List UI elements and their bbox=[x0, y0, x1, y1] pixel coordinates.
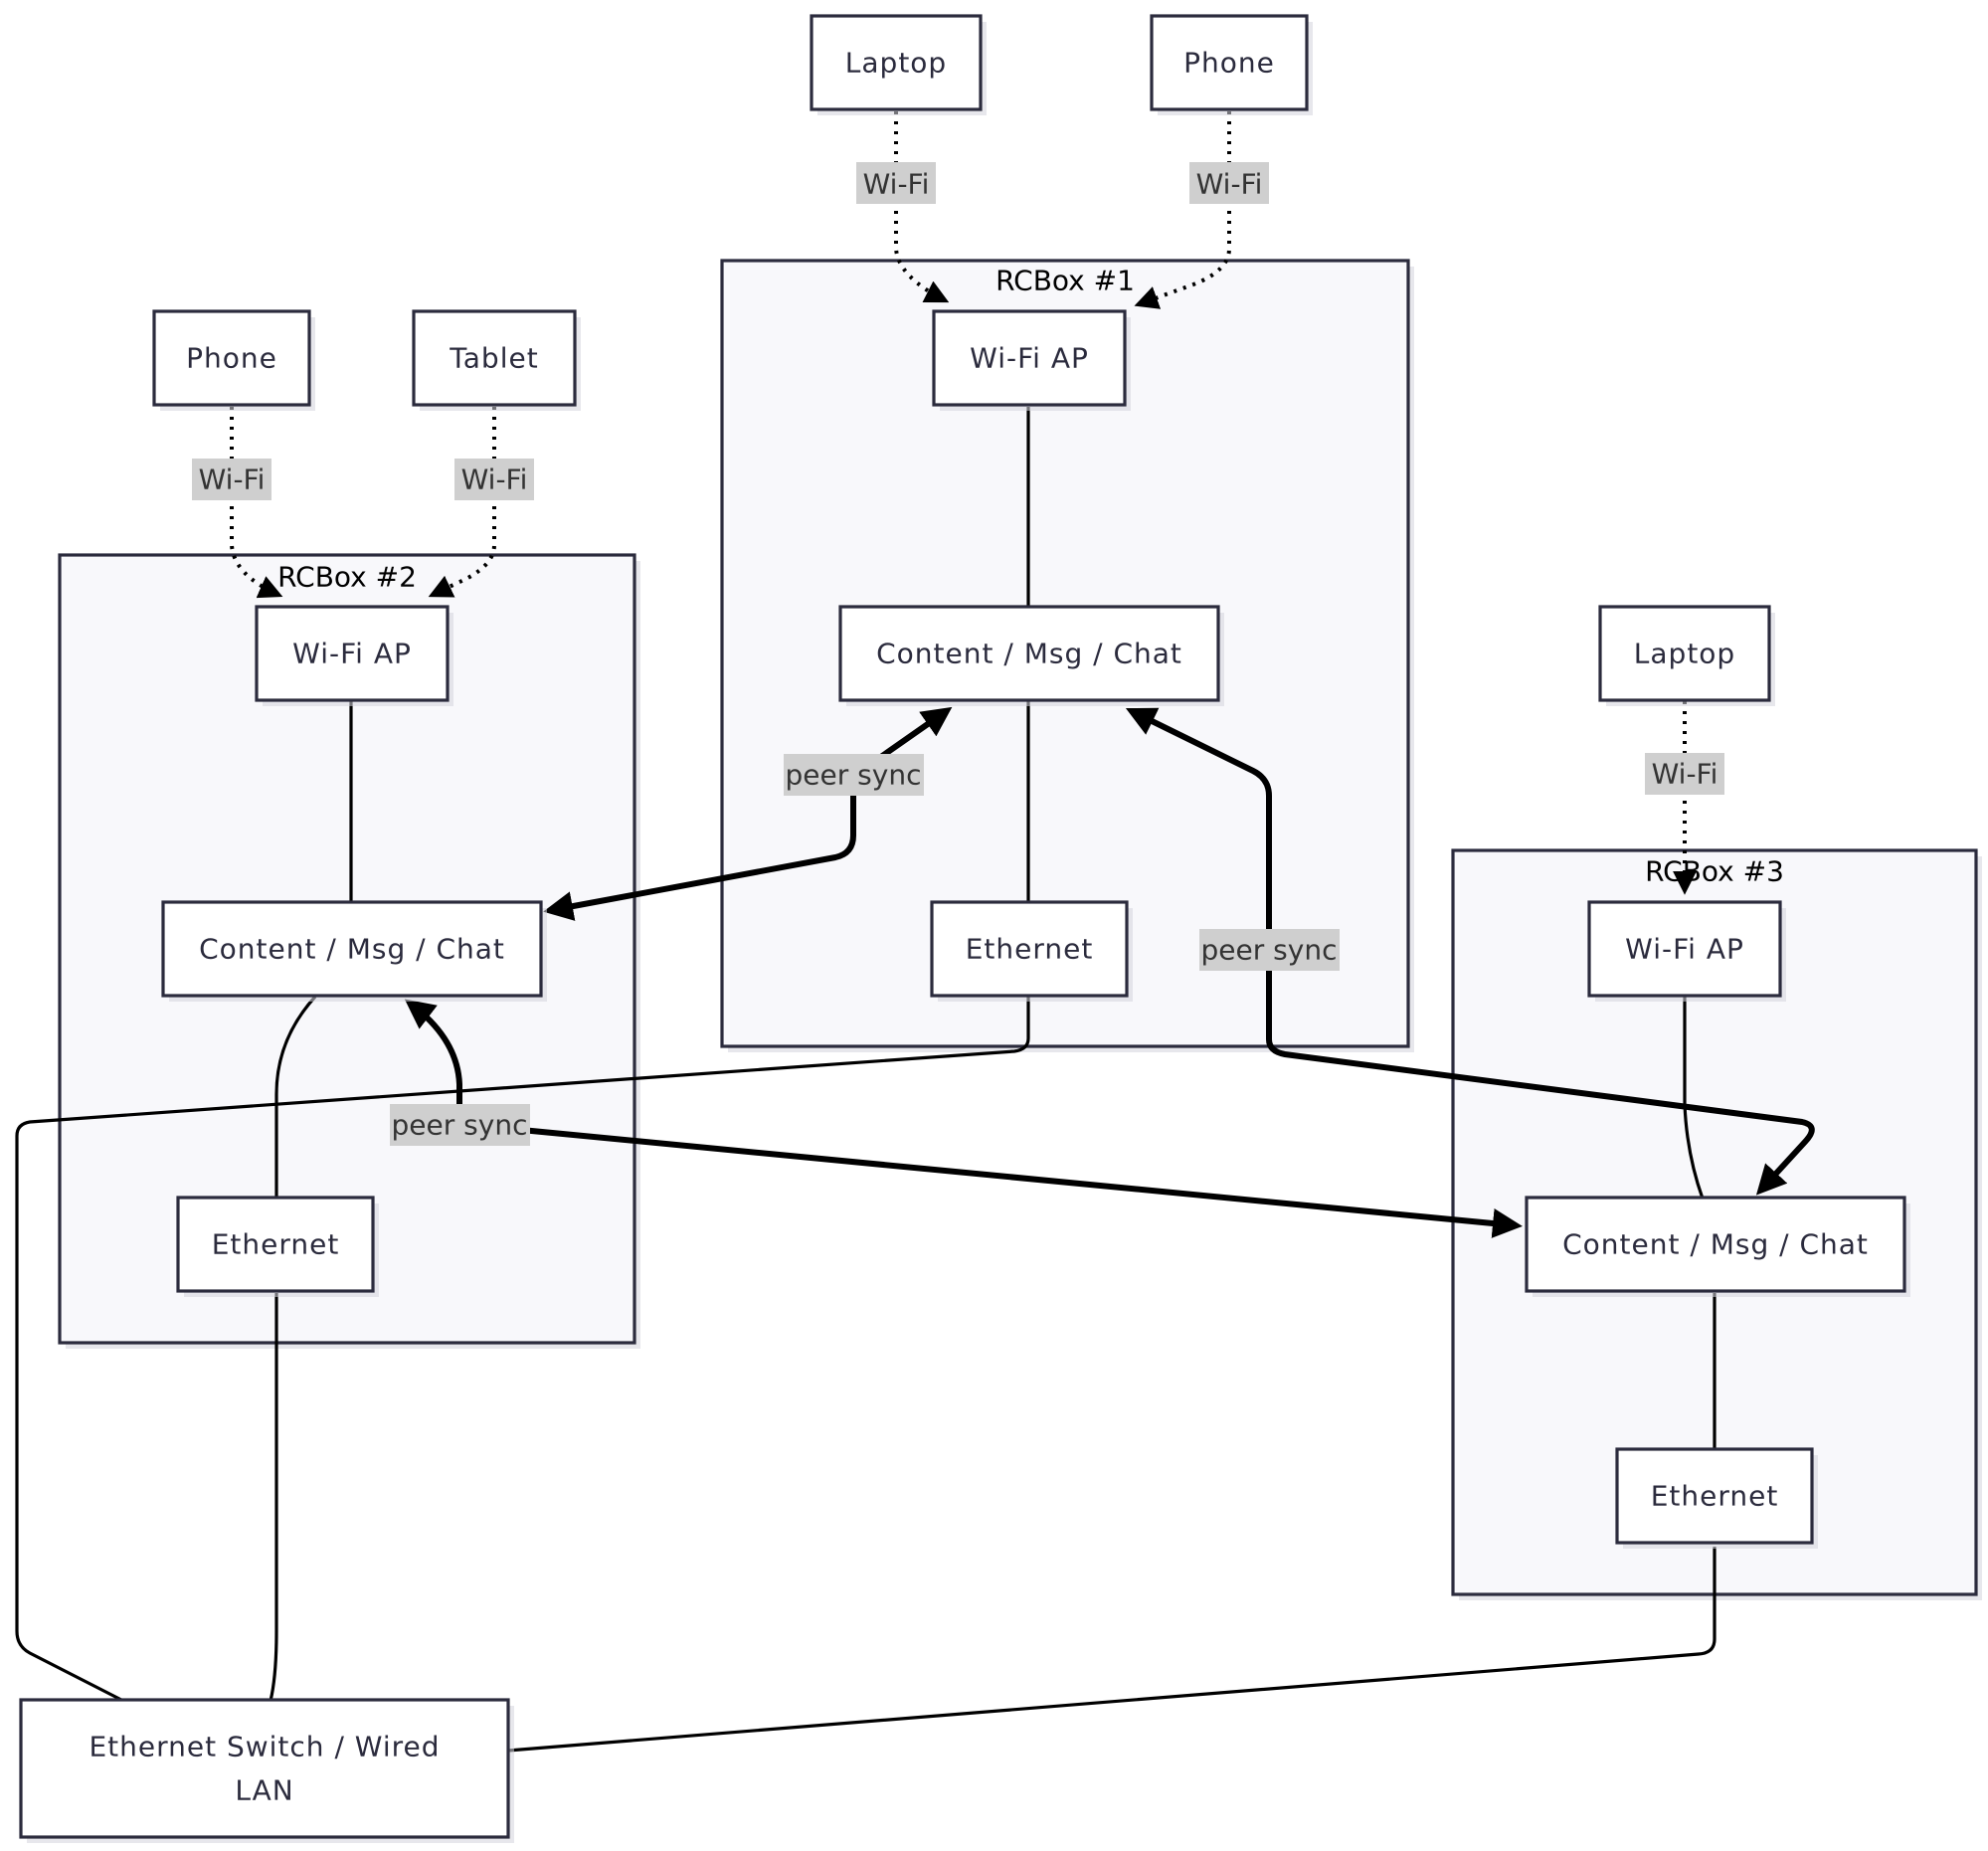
svg-text:Content / Msg / Chat: Content / Msg / Chat bbox=[876, 638, 1182, 670]
svg-text:Ethernet Switch / Wired: Ethernet Switch / Wired bbox=[89, 1731, 440, 1763]
svg-text:Wi-Fi AP: Wi-Fi AP bbox=[292, 638, 412, 670]
svg-text:Laptop: Laptop bbox=[1634, 638, 1735, 670]
svg-text:Phone: Phone bbox=[1183, 47, 1275, 80]
node-content-rcbox1: Content / Msg / Chat bbox=[838, 605, 1224, 706]
svg-text:Wi-Fi: Wi-Fi bbox=[863, 168, 930, 201]
svg-text:Phone: Phone bbox=[186, 342, 277, 375]
edge-label-wifi-laptop1: Wi-Fi bbox=[856, 162, 936, 204]
svg-text:Tablet: Tablet bbox=[449, 342, 538, 375]
svg-text:Ethernet: Ethernet bbox=[212, 1228, 340, 1261]
node-ethernet-rcbox3: Ethernet bbox=[1615, 1447, 1818, 1549]
link-ethernet2-switch bbox=[269, 1293, 278, 1702]
node-content-rcbox3: Content / Msg / Chat bbox=[1525, 1196, 1910, 1297]
cluster-title-rcbox-3: RCBox #3 bbox=[1645, 855, 1784, 888]
svg-text:peer sync: peer sync bbox=[1201, 934, 1338, 967]
node-wifi-ap-rcbox3: Wi-Fi AP bbox=[1587, 900, 1786, 1002]
link-ethernet3-switch bbox=[507, 1547, 1717, 1753]
svg-text:LAN: LAN bbox=[235, 1774, 293, 1807]
node-tablet-rcbox2: Tablet bbox=[412, 309, 581, 411]
node-ethernet-rcbox1: Ethernet bbox=[930, 900, 1133, 1002]
wifi-edge-phone1 bbox=[1134, 111, 1231, 309]
node-ethernet-rcbox2: Ethernet bbox=[176, 1196, 379, 1297]
wifi-edge-phone2 bbox=[230, 407, 283, 599]
svg-text:Ethernet: Ethernet bbox=[1651, 1480, 1779, 1513]
svg-text:Laptop: Laptop bbox=[845, 47, 947, 80]
internal-links bbox=[274, 407, 1717, 1449]
node-wifi-ap-rcbox1: Wi-Fi AP bbox=[932, 309, 1131, 411]
edge-label-wifi-phone1: Wi-Fi bbox=[1189, 162, 1269, 204]
edge-label-peer-sync-1-2: peer sync bbox=[784, 754, 924, 796]
node-laptop-rcbox1: Laptop bbox=[810, 14, 987, 115]
svg-text:peer sync: peer sync bbox=[392, 1109, 528, 1142]
node-ethernet-switch: Ethernet Switch / Wired LAN bbox=[19, 1698, 514, 1843]
edge-label-peer-sync-2-3: peer sync bbox=[390, 1104, 530, 1146]
wifi-edge-laptop1 bbox=[894, 111, 950, 303]
svg-text:Wi-Fi AP: Wi-Fi AP bbox=[1625, 933, 1744, 966]
svg-text:Wi-Fi: Wi-Fi bbox=[1196, 168, 1263, 201]
link-content2-ethernet2 bbox=[274, 995, 317, 1199]
cluster-title-rcbox-2: RCBox #2 bbox=[277, 561, 417, 594]
svg-text:Wi-Fi: Wi-Fi bbox=[1652, 758, 1718, 791]
node-wifi-ap-rcbox2: Wi-Fi AP bbox=[255, 605, 453, 706]
svg-text:peer sync: peer sync bbox=[786, 759, 922, 792]
edge-label-wifi-phone2: Wi-Fi bbox=[192, 459, 271, 500]
svg-text:Ethernet: Ethernet bbox=[966, 933, 1094, 966]
peer-sync-edge-2-3 bbox=[404, 999, 1523, 1238]
svg-text:Content / Msg / Chat: Content / Msg / Chat bbox=[199, 933, 505, 966]
svg-text:Content / Msg / Chat: Content / Msg / Chat bbox=[1562, 1228, 1869, 1261]
edge-label-peer-sync-1-3: peer sync bbox=[1199, 929, 1340, 971]
svg-text:Wi-Fi AP: Wi-Fi AP bbox=[970, 342, 1089, 375]
cluster-title-rcbox-1: RCBox #1 bbox=[995, 265, 1135, 297]
svg-text:Wi-Fi: Wi-Fi bbox=[199, 463, 266, 496]
edge-label-wifi-laptop3: Wi-Fi bbox=[1645, 753, 1724, 795]
edge-label-wifi-tablet2: Wi-Fi bbox=[454, 459, 534, 500]
node-laptop-rcbox3: Laptop bbox=[1598, 605, 1775, 706]
node-phone-rcbox2: Phone bbox=[152, 309, 315, 411]
node-phone-rcbox1: Phone bbox=[1150, 14, 1313, 115]
wifi-edge-tablet2 bbox=[428, 407, 496, 598]
node-content-rcbox2: Content / Msg / Chat bbox=[161, 900, 547, 1002]
svg-text:Wi-Fi: Wi-Fi bbox=[461, 463, 528, 496]
